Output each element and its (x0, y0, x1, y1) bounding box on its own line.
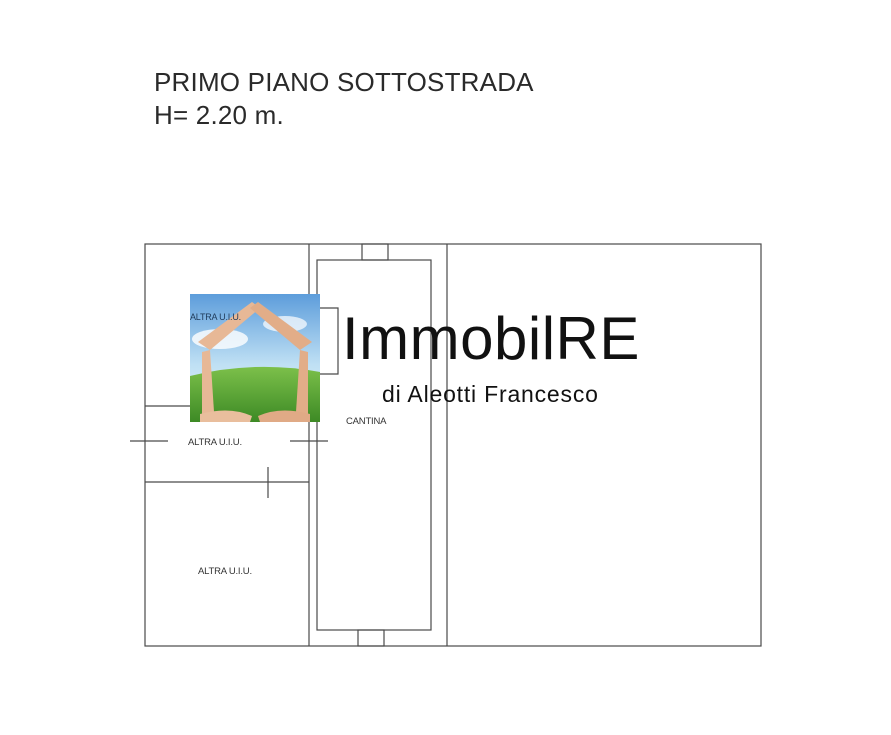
outer-wall (144, 243, 762, 647)
hands-house-roof-icon: ALTRA U.I.U. (190, 294, 320, 422)
room-label-middle-left: ALTRA U.I.U. (188, 437, 242, 448)
plan-title-block: PRIMO PIANO SOTTOSTRADA H= 2.20 m. (154, 66, 534, 132)
room-label-cantina: CANTINA (346, 416, 387, 427)
ceiling-height: H= 2.20 m. (154, 100, 284, 130)
window-bottom (357, 629, 385, 647)
room-label-bottom-left: ALTRA U.I.U. (198, 566, 252, 577)
room-label-top-left: ALTRA U.I.U. (190, 312, 241, 322)
floor-title: PRIMO PIANO SOTTOSTRADA (154, 67, 534, 97)
watermark-subtitle: di Aleotti Francesco (382, 381, 599, 407)
watermark-brand: ImmobilRE (342, 305, 640, 372)
window-top (361, 243, 389, 261)
niche (320, 307, 339, 375)
